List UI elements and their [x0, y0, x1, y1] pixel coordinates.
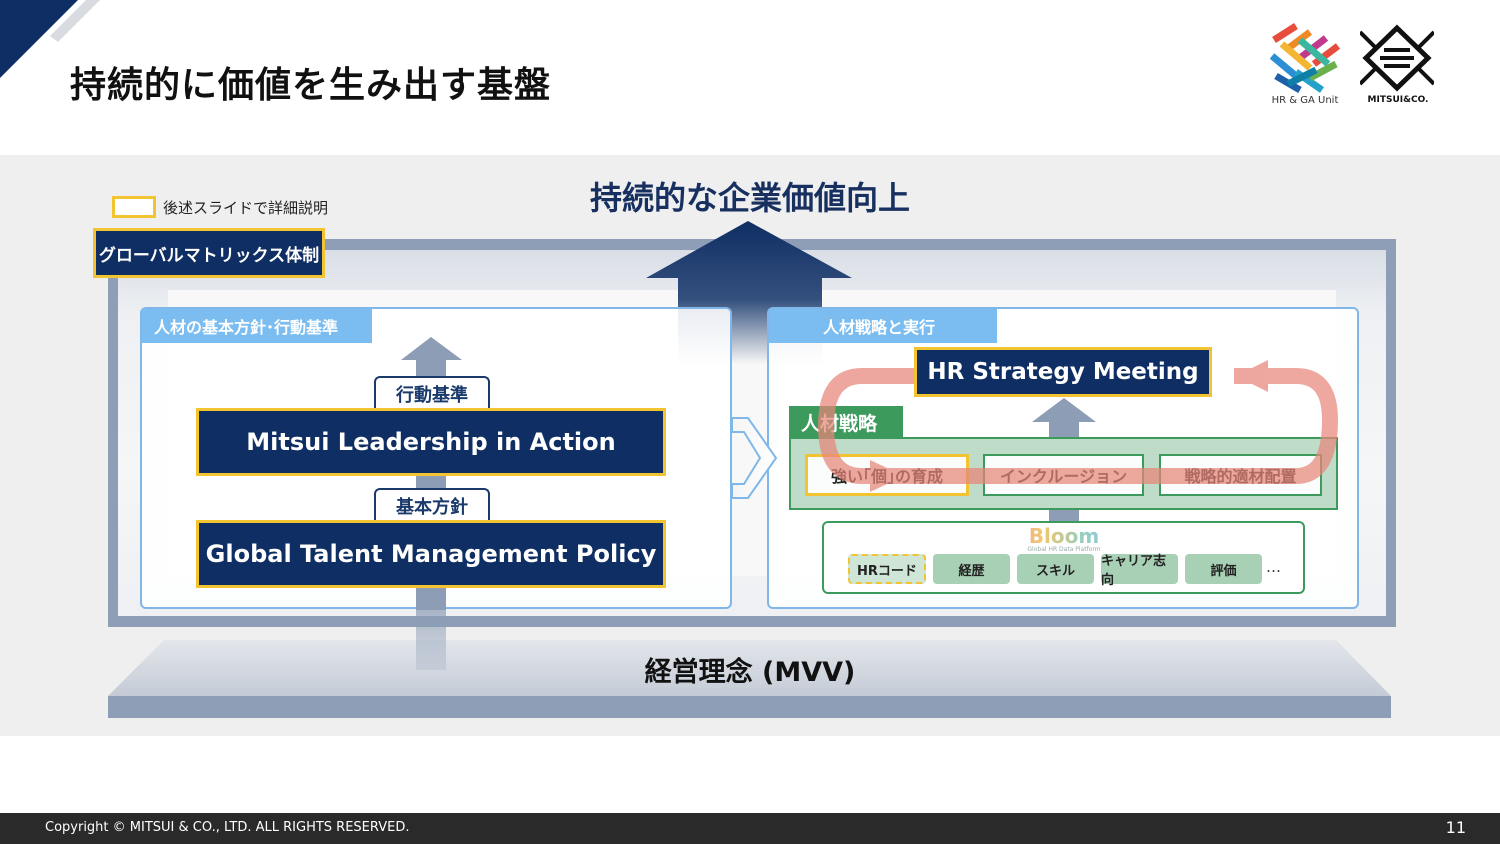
strategy-execution-tab: 人材戦略と実行	[769, 309, 997, 343]
strategy-item-inclusion: インクルージョン	[983, 454, 1144, 496]
mitsui-caption: MITSUI&CO.	[1367, 95, 1429, 105]
leadership-in-action-box: Mitsui Leadership in Action	[196, 408, 666, 476]
corner-decoration	[0, 0, 100, 78]
action-standard-label: 行動基準	[374, 376, 490, 410]
talent-management-policy-box: Global Talent Management Policy	[196, 520, 666, 588]
data-chip-more: …	[1266, 558, 1281, 576]
copyright-text: Copyright © MITSUI & CO., LTD. ALL RIGHT…	[45, 820, 410, 835]
bloom-logo: Bloom	[1000, 524, 1128, 548]
legend-text: 後述スライドで詳細説明	[163, 199, 329, 217]
global-matrix-badge: グローバルマトリックス体制	[93, 228, 325, 278]
footer-bar	[0, 813, 1500, 844]
goal-title: 持続的な企業価値向上	[589, 179, 910, 217]
hr-ga-unit-caption: HR & GA Unit	[1271, 95, 1339, 106]
page-number: 11	[1445, 818, 1466, 837]
legend-swatch	[112, 196, 156, 218]
management-philosophy-title: 経営理念 (MVV)	[644, 657, 856, 688]
mitsui-logo	[1360, 24, 1434, 92]
data-chip-career-aspiration: キャリア志向	[1101, 554, 1178, 588]
basic-policy-label: 基本方針	[374, 488, 490, 522]
data-chip-evaluation: 評価	[1185, 554, 1262, 584]
hr-strategy-meeting-box: HR Strategy Meeting	[914, 347, 1212, 397]
hr-ga-unit-logo	[1269, 23, 1341, 94]
data-chip-skill: スキル	[1017, 554, 1094, 584]
data-chip-career-history: 経歴	[933, 554, 1010, 584]
page-title: 持続的に価値を生み出す基盤	[70, 65, 552, 106]
hr-strategy-tab: 人材戦略	[789, 406, 903, 439]
data-chip-hr-code: HRコード	[848, 554, 926, 584]
bloom-subtitle: Global HR Data Platform	[1027, 546, 1101, 553]
strategy-item-individual: 強い｢個｣の育成	[805, 454, 969, 496]
strategy-item-placement: 戦略的適材配置	[1159, 454, 1322, 496]
policy-panel-tab: 人材の基本方針･行動基準	[142, 309, 372, 343]
